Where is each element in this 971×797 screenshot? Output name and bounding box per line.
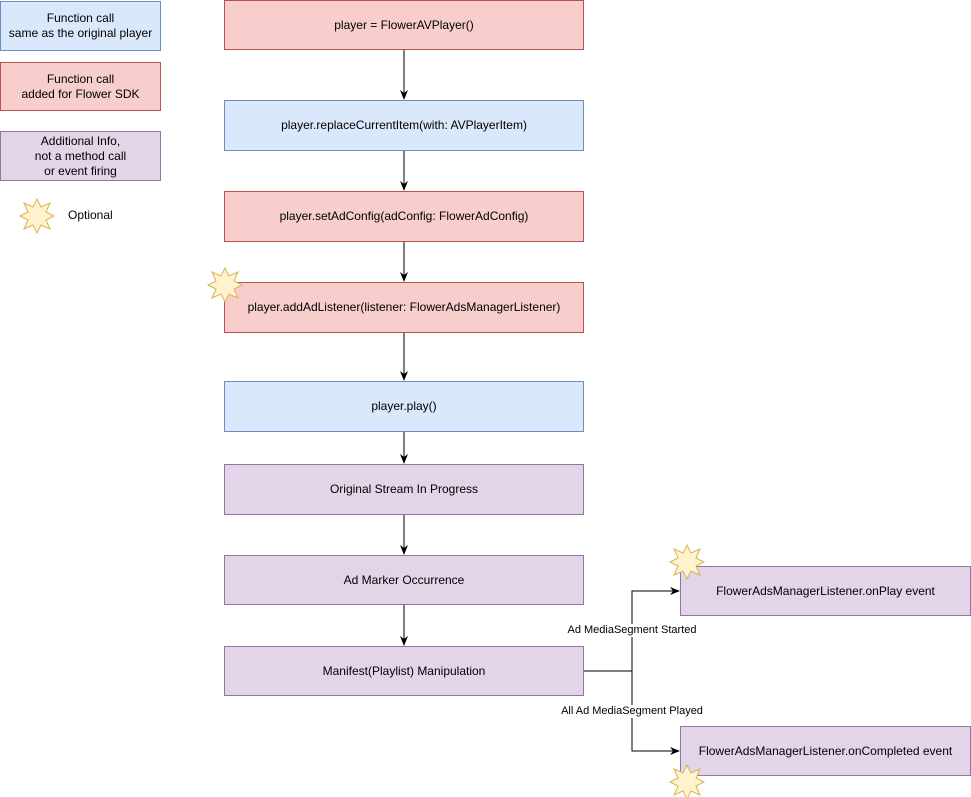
legend-same-call-label: Function call same as the original playe… xyxy=(8,11,153,40)
step-play: player.play() xyxy=(224,381,584,432)
event-on-play: FlowerAdsManagerListener.onPlay event xyxy=(680,566,971,616)
event-on-completed: FlowerAdsManagerListener.onCompleted eve… xyxy=(680,726,971,776)
step-replace-current-item-label: player.replaceCurrentItem(with: AVPlayer… xyxy=(281,118,527,132)
event-on-play-label: FlowerAdsManagerListener.onPlay event xyxy=(716,583,935,598)
step-play-label: player.play() xyxy=(371,399,437,413)
step-manifest-manipulation: Manifest(Playlist) Manipulation xyxy=(224,646,584,696)
event-on-completed-label: FlowerAdsManagerListener.onCompleted eve… xyxy=(698,743,953,758)
legend-optional-label: Optional xyxy=(68,208,113,222)
edge-label-all-ads-played: All Ad MediaSegment Played xyxy=(560,705,704,718)
optional-star-icon-on-completed xyxy=(668,763,706,797)
legend-additional-info: Additional Info, not a method call or ev… xyxy=(0,131,161,181)
optional-star-icon-on-play xyxy=(668,543,706,581)
legend-additional-info-label: Additional Info, not a method call or ev… xyxy=(34,133,127,178)
step-ad-marker: Ad Marker Occurrence xyxy=(224,555,584,605)
legend-star-icon xyxy=(18,197,56,235)
step-create-player: player = FlowerAVPlayer() xyxy=(224,0,584,50)
optional-star-icon-add-listener xyxy=(206,266,244,304)
step-set-ad-config-label: player.setAdConfig(adConfig: FlowerAdCon… xyxy=(279,209,529,223)
step-ad-marker-label: Ad Marker Occurrence xyxy=(343,572,465,587)
step-add-ad-listener-label: player.addAdListener(listener: FlowerAds… xyxy=(247,300,561,314)
step-original-stream: Original Stream In Progress xyxy=(224,464,584,515)
step-create-player-label: player = FlowerAVPlayer() xyxy=(334,17,474,32)
legend-same-call: Function call same as the original playe… xyxy=(0,1,161,51)
legend-added-call: Function call added for Flower SDK xyxy=(0,62,161,111)
legend-added-call-label: Function call added for Flower SDK xyxy=(21,71,140,101)
edge-label-ad-started: Ad MediaSegment Started xyxy=(566,624,698,637)
step-replace-current-item: player.replaceCurrentItem(with: AVPlayer… xyxy=(224,100,584,151)
step-set-ad-config: player.setAdConfig(adConfig: FlowerAdCon… xyxy=(224,191,584,242)
step-original-stream-label: Original Stream In Progress xyxy=(329,482,479,496)
step-add-ad-listener: player.addAdListener(listener: FlowerAds… xyxy=(224,282,584,333)
step-manifest-manipulation-label: Manifest(Playlist) Manipulation xyxy=(322,663,486,678)
